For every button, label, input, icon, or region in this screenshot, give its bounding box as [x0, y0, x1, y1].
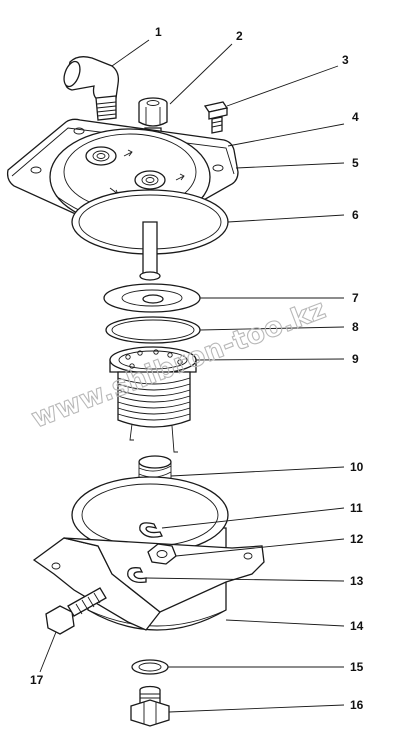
callout-14: 14 — [350, 619, 364, 633]
hex-bolt — [45, 587, 107, 635]
elbow-fitting — [63, 56, 120, 121]
callout-16: 16 — [350, 698, 364, 712]
callout-10: 10 — [350, 460, 364, 474]
callout-11: 11 — [350, 501, 363, 515]
seal-washer — [131, 659, 169, 675]
callout-5: 5 — [352, 156, 359, 170]
leader-lines — [39, 39, 345, 713]
snap-ring — [139, 522, 163, 538]
valve-disc — [103, 283, 201, 313]
callout-3: 3 — [342, 53, 349, 67]
callout-6: 6 — [352, 208, 359, 222]
filter-housing — [32, 476, 265, 631]
callout-9: 9 — [352, 352, 359, 366]
drain-plug — [130, 685, 170, 727]
callout-15: 15 — [350, 660, 364, 674]
callout-12: 12 — [350, 532, 364, 546]
callout-labels: 1 2 3 4 5 6 7 8 9 10 11 12 13 14 15 16 1… — [30, 25, 364, 712]
center-stem — [139, 221, 161, 281]
callout-13: 13 — [350, 574, 364, 588]
callout-8: 8 — [352, 320, 359, 334]
callout-7: 7 — [352, 291, 359, 305]
callout-17: 17 — [30, 673, 44, 687]
o-ring — [105, 316, 201, 344]
callout-2: 2 — [236, 29, 243, 43]
filter-element — [109, 346, 197, 453]
callout-4: 4 — [352, 110, 359, 124]
callout-1: 1 — [155, 25, 162, 39]
small-bolt — [203, 101, 229, 134]
